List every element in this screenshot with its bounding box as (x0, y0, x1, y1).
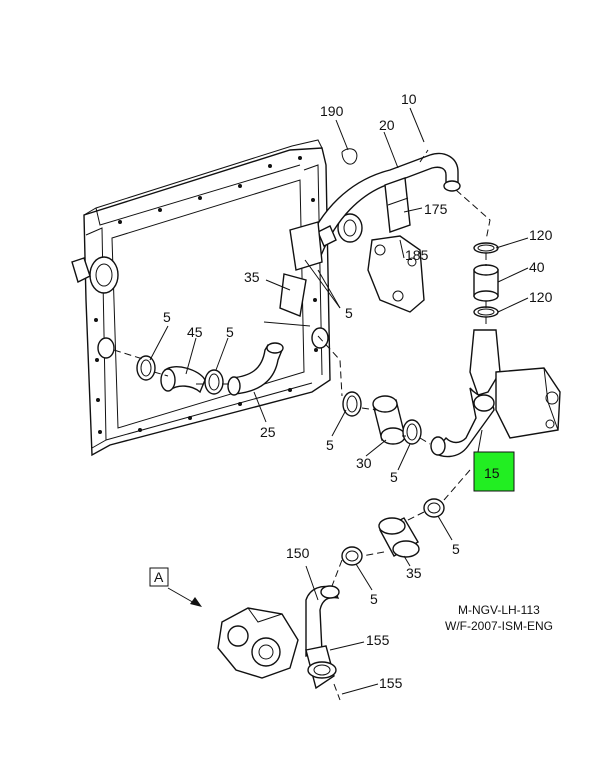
callout-185: 185 (405, 247, 429, 263)
callout-5-mid-2: 5 (390, 469, 398, 485)
air-box (495, 367, 561, 439)
callout-30: 30 (356, 455, 372, 471)
routing-lines (113, 149, 491, 701)
clamp-mid-2 (402, 419, 422, 445)
leader-lines (149, 107, 529, 695)
elbow-hose-25 (227, 342, 284, 396)
bracket-185 (367, 235, 425, 313)
sleeve-30 (372, 395, 406, 445)
callout-5-left-1: 5 (163, 309, 171, 325)
callout-5-mid-1: 5 (326, 437, 334, 453)
pipe-15 (430, 329, 501, 458)
callout-120-lower: 120 (529, 289, 553, 305)
view-label-a-text: A (154, 569, 164, 585)
reference-line-1: M-NGV-LH-113 (458, 603, 540, 617)
callout-35-lower: 35 (406, 565, 422, 581)
clamp-left-2 (204, 369, 224, 395)
clamp-low-2 (341, 546, 363, 566)
callout-190: 190 (320, 103, 344, 119)
clamp-120-upper (473, 242, 499, 254)
callout-5-upper-bracket: 5 (345, 305, 353, 321)
callout-155-lower: 155 (379, 675, 403, 691)
reference-line-2: W/F-2007-ISM-ENG (445, 619, 553, 633)
sleeve-40 (473, 264, 499, 302)
view-label-a: A (149, 567, 169, 587)
hose-45 (160, 366, 206, 394)
radiator-frame (71, 139, 363, 457)
clamp-left-1 (136, 355, 156, 381)
callout-155-upper: 155 (366, 632, 390, 648)
highlight-box-15[interactable] (473, 451, 515, 492)
bracket-35-upper (263, 221, 323, 327)
callout-5-left-2: 5 (226, 324, 234, 340)
sleeve-35-lower (378, 517, 420, 558)
callout-10: 10 (401, 91, 417, 107)
callout-35-upper: 35 (244, 269, 260, 285)
reference-text: M-NGV-LH-113 W/F-2007-ISM-ENG (445, 603, 553, 633)
callout-labels: 190 10 20 175 185 120 40 120 35 5 5 45 5… (163, 91, 553, 691)
clamp-120-lower (473, 306, 499, 318)
callout-40: 40 (529, 259, 545, 275)
callout-175: 175 (424, 201, 448, 217)
callout-150: 150 (286, 545, 310, 561)
turbocharger (217, 607, 299, 679)
clamp-low-1 (423, 498, 445, 518)
callout-5-low-1: 5 (452, 541, 460, 557)
callout-45: 45 (187, 324, 203, 340)
callout-15[interactable]: 15 (484, 465, 500, 481)
callout-5-low-2: 5 (370, 591, 378, 607)
callout-25: 25 (260, 424, 276, 440)
clamp-mid-1 (342, 391, 362, 417)
callout-20: 20 (379, 117, 395, 133)
pipe-150 (305, 585, 340, 690)
callout-120-upper: 120 (529, 227, 553, 243)
